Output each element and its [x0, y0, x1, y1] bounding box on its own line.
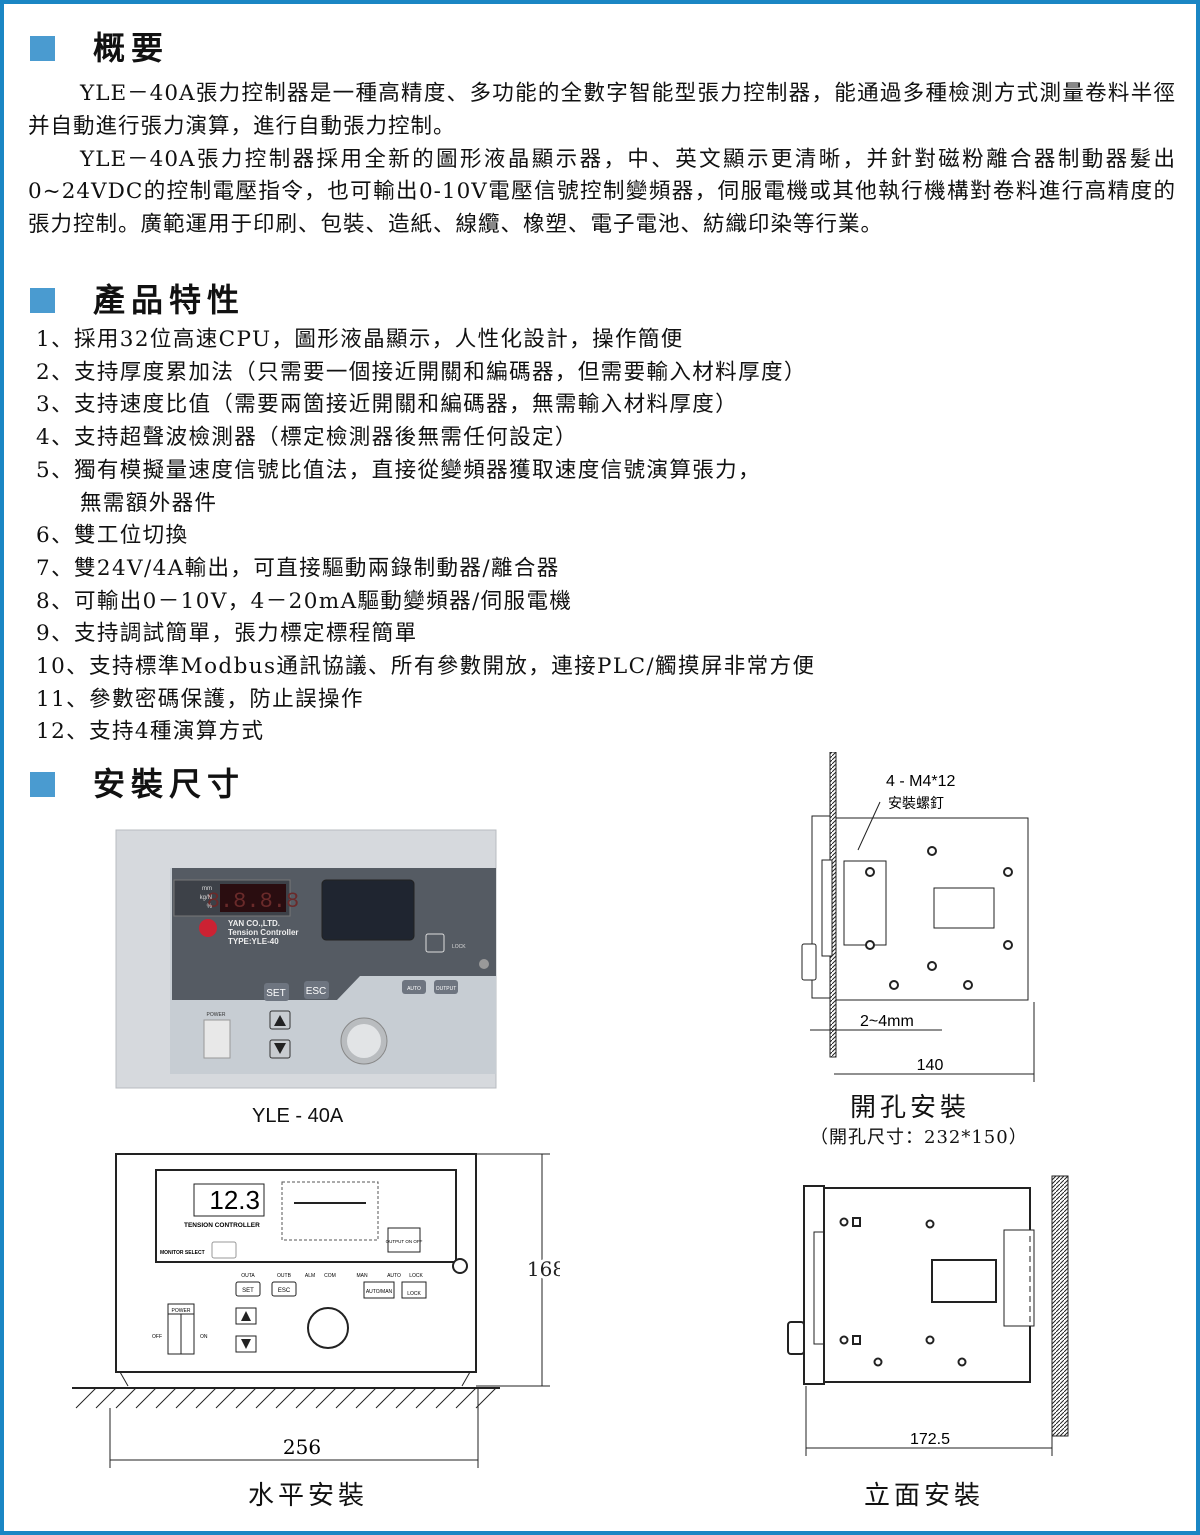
photo-caption: YLE - 40A [252, 1105, 344, 1127]
list-item: 10、支持標準Modbus通訊協議、所有參數開放，連接PLC/觸摸屏非常方便 [36, 654, 816, 680]
section-title: 安裝尺寸 [93, 765, 246, 803]
esc-button: ESC [306, 986, 327, 997]
lock-label: LOCK [452, 944, 466, 950]
lock-button: LOCK [407, 1291, 421, 1297]
list-item: 12、支持4種演算方式 [36, 719, 265, 745]
width-dimension: 256 [283, 1435, 321, 1459]
led-label: MAN [356, 1273, 368, 1279]
unit-label: mm [202, 886, 212, 892]
power-switch [203, 1019, 231, 1059]
screw-spec: 4 - M4*12 [886, 773, 955, 790]
list-item: 8、可輸出0－10V，4－20mA驅動變頻器/伺服電機 [36, 588, 573, 614]
panel-mount-diagram: 4 - M4*12 安裝螺釘 2~4mm 140 [801, 752, 1035, 1082]
led-label: LOCK [409, 1273, 423, 1279]
overview-paragraph: YLE－40A張力控制器是一種高精度、多功能的全數字智能型張力控制器，能通過多種… [28, 81, 1176, 139]
feature-list: 1、採用32位高速CPU，圖形液晶顯示，人性化設計，操作簡便 2、支持厚度累加法… [36, 324, 815, 749]
vertical-install-caption: 立面安裝 [864, 1481, 985, 1511]
list-item: 4、支持超聲波檢測器（標定檢測器後無需任何設定） [36, 425, 578, 451]
list-item: 9、支持調試簡單，張力標定標程簡單 [36, 621, 418, 647]
photo-product: Tension Controller [228, 928, 299, 937]
list-item: 5、獨有模擬量速度信號比值法，直接從變頻器獲取速度信號演算張力， [36, 457, 761, 483]
unit-label: kg/N [200, 895, 212, 901]
list-item: 2、支持厚度累加法（只需要一個接近開關和編碼器，但需要輸入材料厚度） [36, 359, 807, 385]
esc-button: ESC [278, 1288, 291, 1294]
monitor-select-button [211, 1241, 237, 1259]
down-arrow-icon [241, 1339, 251, 1349]
output-button: OUTPUT [436, 986, 457, 992]
led-label: OUTB [277, 1273, 292, 1279]
up-arrow-icon [274, 1015, 286, 1026]
display-value: 12.3 [209, 1185, 260, 1215]
section-marker-icon [30, 771, 55, 797]
list-item: 11、參數密碼保護，防止誤操作 [36, 686, 364, 712]
on-label: ON [200, 1334, 208, 1340]
set-button: SET [266, 988, 285, 999]
photo-display: 8.8.8.8 [207, 889, 299, 914]
photo-brand: YAN CO.,LTD. [228, 919, 280, 928]
horizontal-install-caption: 水平安裝 [248, 1481, 369, 1511]
panel-mount-caption: 開孔安裝 [850, 1093, 971, 1123]
off-label: OFF [152, 1334, 162, 1340]
list-item: 6、雙工位切換 [36, 523, 189, 549]
auto-button: AUTO [407, 986, 421, 992]
set-button: SET [242, 1288, 254, 1294]
monitor-label: MONITOR SELECT [160, 1250, 205, 1256]
unit-label: % [207, 904, 213, 910]
led-label: OUTA [241, 1273, 255, 1279]
down-arrow-icon [274, 1043, 286, 1054]
vertical-install-diagram: 172.5 [787, 1175, 1069, 1456]
section-features-heading: 產品特性 [30, 280, 245, 320]
led-label: ALM [305, 1273, 315, 1279]
led-label: AUTO [387, 1273, 401, 1279]
power-label: POWER [172, 1308, 191, 1314]
section-overview-heading: 概要 [30, 28, 169, 68]
thickness-dimension: 2~4mm [860, 1013, 914, 1030]
list-item: 1、採用32位高速CPU，圖形液晶顯示，人性化設計，操作簡便 [36, 327, 684, 352]
product-photo: 8.8.8.8 mm kg/N % YAN CO.,LTD. Tension C… [115, 829, 497, 1089]
auto-man-button: AUTO/MAN [366, 1289, 393, 1295]
screw-note: 安裝螺釘 [888, 795, 944, 812]
overview-text: YLE－40A張力控制器是一種高精度、多功能的全數字智能型張力控制器，能通過多種… [28, 78, 1176, 242]
list-item: 7、雙24V/4A輸出，可直接驅動兩錄制動器/離合器 [36, 555, 560, 581]
section-title: 產品特性 [93, 281, 246, 319]
section-title: 概要 [93, 29, 170, 67]
overview-paragraph: YLE－40A張力控制器採用全新的圖形液晶顯示器，中、英文顯示更清晰，并針對磁粉… [28, 146, 1176, 238]
cutout-size: （開孔尺寸：232*150） [810, 1127, 1028, 1148]
depth-dimension: 172.5 [910, 1431, 950, 1448]
led-label: COM [324, 1273, 336, 1279]
output-label: OUTPUT ON OFF [386, 1239, 423, 1244]
list-item: 3、支持速度比值（需要兩箇接近開關和編碼器，無需輸入材料厚度） [36, 392, 739, 418]
horizontal-install-diagram: 12.3 TENSION CONTROLLER MONITOR SELECT O… [72, 1153, 560, 1468]
section-marker-icon [30, 35, 55, 61]
controller-label: TENSION CONTROLLER [184, 1222, 260, 1229]
knob [307, 1307, 349, 1349]
photo-type: TYPE:YLE-40 [228, 937, 279, 946]
power-label: POWER [207, 1012, 226, 1018]
list-item: 無需額外器件 [80, 490, 218, 516]
brand-logo-icon [199, 919, 217, 937]
section-installation-heading: 安裝尺寸 [30, 764, 245, 804]
section-marker-icon [30, 287, 55, 313]
up-arrow-icon [241, 1311, 251, 1321]
height-dimension: 168 [527, 1257, 560, 1281]
depth-dimension: 140 [917, 1057, 944, 1074]
lock-icon [425, 933, 445, 953]
